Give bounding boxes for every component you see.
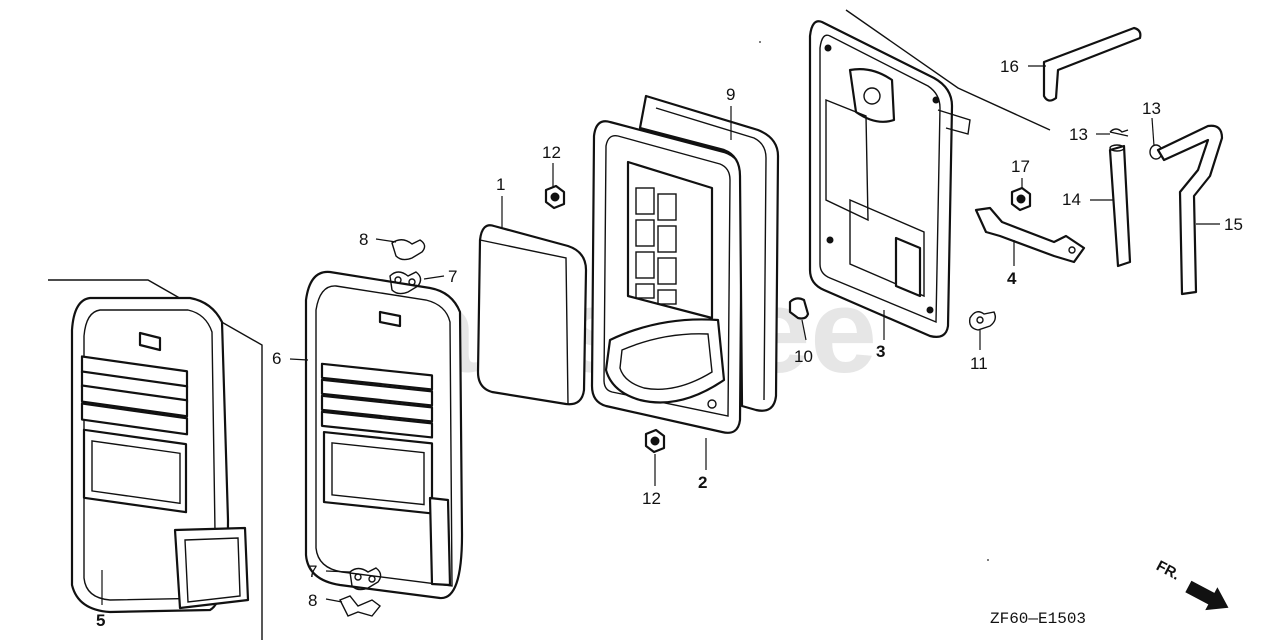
callout-7-lower: 7 [308, 562, 317, 581]
callout-14: 14 [1062, 190, 1081, 209]
part-9-gasket[interactable] [638, 94, 780, 412]
callout-10: 10 [794, 347, 813, 366]
callout-12-upper: 12 [542, 143, 561, 162]
callout-1: 1 [496, 175, 505, 194]
callout-8-lower: 8 [308, 591, 317, 610]
leader-lines [101, 65, 1220, 605]
nut-12-upper[interactable] [544, 184, 566, 210]
clip-lower-pair[interactable] [339, 567, 382, 617]
front-arrow-icon [1185, 580, 1229, 611]
callout-3: 3 [876, 342, 885, 361]
callout-11: 11 [970, 354, 988, 373]
front-label: FR. [1153, 557, 1182, 583]
callout-6: 6 [272, 349, 281, 368]
callout-4: 4 [1007, 269, 1017, 288]
clip-upper-pair[interactable] [389, 239, 426, 295]
part-17-nut[interactable] [1010, 186, 1032, 212]
callout-5: 5 [96, 611, 105, 630]
callout-9: 9 [726, 85, 735, 104]
nut-12-lower[interactable] [644, 428, 666, 454]
part-15-tube[interactable] [1156, 124, 1224, 296]
callout-2: 2 [698, 473, 707, 492]
callout-15: 15 [1224, 215, 1243, 234]
callout-12-lower: 12 [642, 489, 661, 508]
callout-13-right: 13 [1142, 99, 1161, 118]
diagram-code: ZF60—E1503 [990, 610, 1086, 628]
part-1-filter-element[interactable] [476, 224, 588, 406]
callout-16: 16 [1000, 57, 1019, 76]
part-3-base[interactable] [808, 9, 1051, 338]
callout-8-upper: 8 [359, 230, 368, 249]
part-11-clip[interactable] [968, 311, 997, 331]
callout-17: 17 [1011, 157, 1030, 176]
part-13-clamp-a[interactable] [1109, 128, 1129, 137]
part-4-bracket[interactable] [974, 206, 1086, 264]
part-10-plug[interactable] [788, 297, 810, 320]
part-14-tube[interactable] [1108, 144, 1132, 268]
callout-13-left: 13 [1069, 125, 1088, 144]
front-direction-indicator: FR. [1153, 557, 1229, 611]
part-2-case[interactable] [590, 120, 744, 434]
part-16-tube[interactable] [1042, 26, 1142, 102]
callout-7-upper: 7 [448, 267, 457, 286]
case-grid [635, 187, 677, 305]
part-5-cover[interactable] [48, 279, 263, 640]
part-6-cover[interactable] [304, 270, 464, 600]
